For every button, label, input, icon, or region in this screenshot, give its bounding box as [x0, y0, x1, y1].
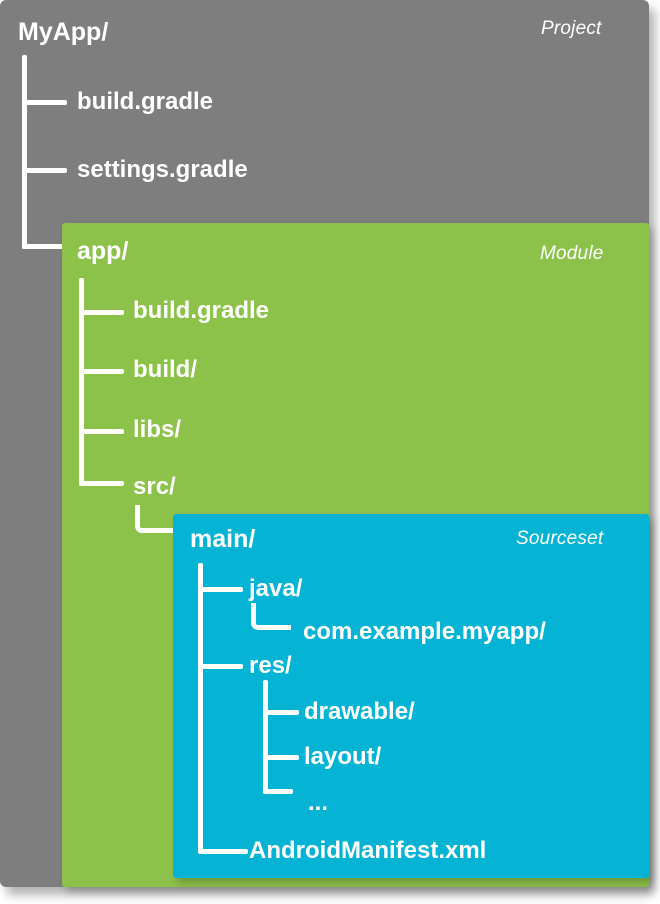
tree-line-project-branch-build-gradle [22, 100, 67, 105]
node-myapp: MyApp/ [18, 18, 109, 46]
tree-line-sourceset-branch-res [198, 664, 243, 669]
tree-line-res-branch-layout [263, 755, 299, 760]
node-java: java/ [249, 575, 303, 602]
module-panel-caption: Module [540, 243, 604, 264]
project-panel-caption: Project [541, 18, 602, 39]
node-res: res/ [249, 652, 292, 679]
node-module-build-dir: build/ [133, 356, 197, 383]
node-project-settings-gradle: settings.gradle [77, 156, 248, 183]
tree-line-res-trunk [263, 680, 268, 793]
tree-line-project-branch-app [22, 244, 67, 249]
tree-line-module-branch-build-gradle [79, 310, 124, 315]
node-android-manifest: AndroidManifest.xml [249, 837, 487, 864]
tree-line-sourceset-trunk [198, 563, 203, 851]
tree-line-project-branch-settings-gradle [22, 168, 67, 173]
node-res-ellipsis: ... [308, 789, 329, 816]
node-app: app/ [77, 237, 129, 265]
tree-line-module-branch-build [79, 369, 124, 374]
sourceset-panel [173, 514, 649, 878]
tree-line-module-branch-src [79, 481, 124, 486]
tree-line-java-to-package [251, 603, 291, 630]
node-drawable: drawable/ [304, 698, 415, 725]
tree-line-sourceset-branch-java [198, 587, 243, 592]
node-project-build-gradle: build.gradle [77, 88, 214, 115]
tree-line-module-branch-libs [79, 429, 124, 434]
node-module-libs: libs/ [133, 416, 182, 443]
node-module-build-gradle: build.gradle [133, 297, 270, 324]
tree-line-sourceset-branch-manifest [198, 849, 248, 854]
tree-line-module-trunk [79, 278, 84, 486]
tree-line-res-branch-drawable [263, 710, 299, 715]
node-module-src: src/ [133, 473, 176, 500]
node-main: main/ [190, 525, 256, 553]
node-package-com-example-myapp: com.example.myapp/ [303, 618, 546, 645]
sourceset-panel-caption: Sourceset [516, 528, 604, 549]
tree-line-res-branch-more [263, 789, 293, 794]
tree-line-src-to-main [135, 505, 175, 533]
node-layout: layout/ [304, 743, 382, 770]
tree-line-project-trunk [22, 55, 27, 249]
